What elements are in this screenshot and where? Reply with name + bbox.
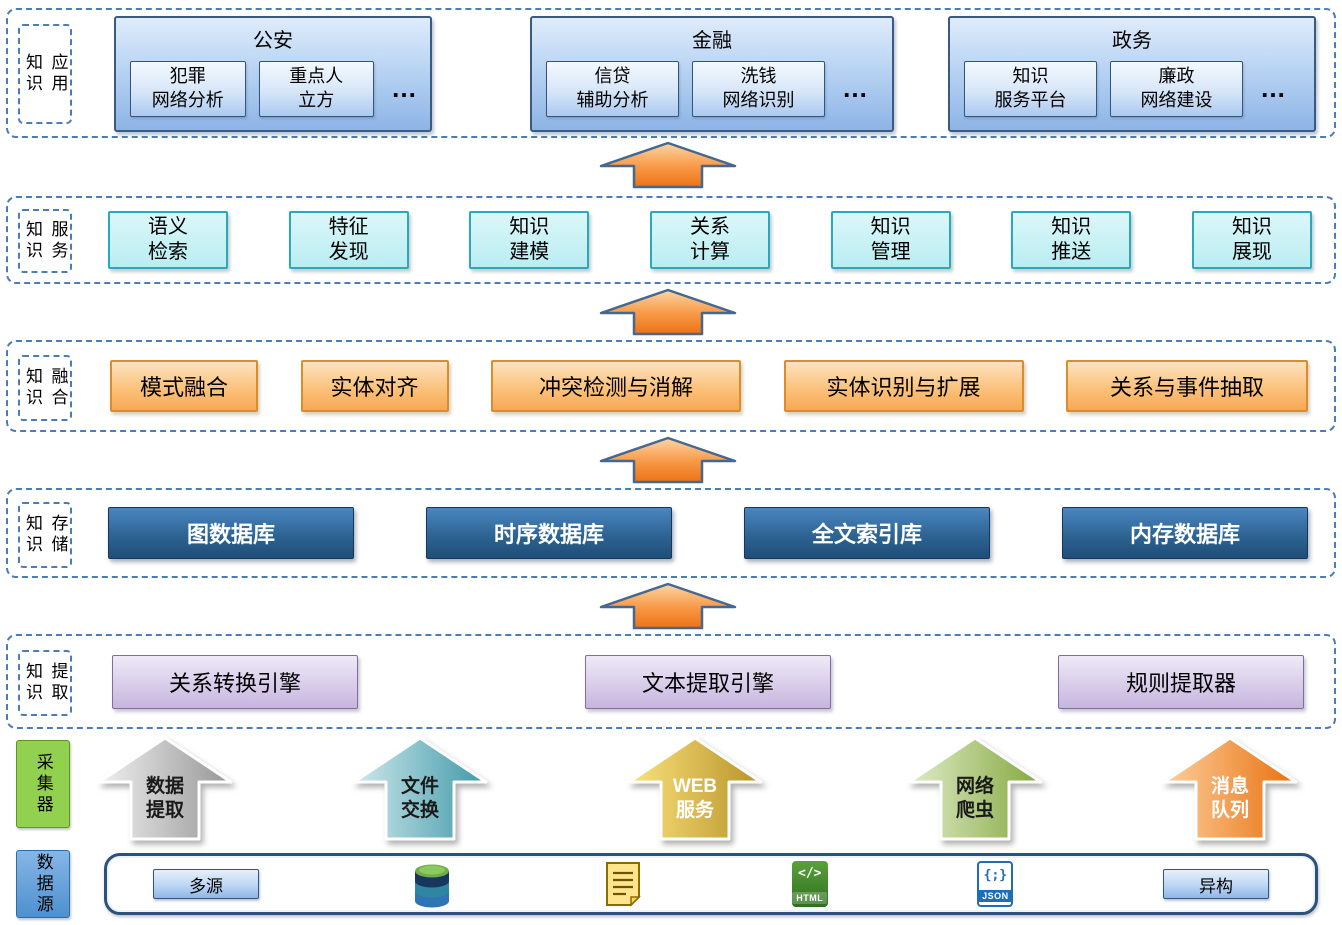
layer-collector-label: 采集器: [16, 740, 70, 828]
service-item: 知识 展现: [1191, 211, 1312, 269]
layer-extraction-label: 知识 提取: [18, 650, 72, 716]
layer-storage-label: 知识 存储: [18, 502, 72, 568]
extraction-item: 规则提取器: [1058, 654, 1304, 709]
extraction-boxes: 关系转换引擎 文本提取引擎 规则提取器: [112, 636, 1304, 727]
layer-datasource: 数据源 多源 </>: [6, 848, 1336, 922]
up-arrow-icon: [598, 141, 738, 189]
layer-fusion-label-text: 知识 融合: [23, 367, 68, 409]
layer-fusion: 知识 融合 模式融合 实体对齐 冲突检测与消解 实体识别与扩展 关系与事件抽取: [6, 340, 1336, 432]
app-group-government: 政务 知识 服务平台 廉政 网络建设 …: [948, 16, 1316, 132]
layer-collector-label-text: 采集器: [33, 752, 53, 816]
collector-arrow-message-queue: 消息 队列: [1159, 735, 1301, 843]
extraction-item: 关系转换引擎: [112, 654, 358, 709]
layer-extraction: 知识 提取 关系转换引擎 文本提取引擎 规则提取器: [6, 634, 1336, 729]
heterogeneous-tag: 异构: [1162, 869, 1269, 899]
fusion-item: 关系与事件抽取: [1066, 360, 1308, 412]
layer-fusion-label: 知识 融合: [18, 355, 72, 421]
app-item: 重点人 立方: [258, 60, 374, 117]
fusion-boxes: 模式融合 实体对齐 冲突检测与消解 实体识别与扩展 关系与事件抽取: [110, 342, 1308, 430]
html-file-icon: </> HTML: [791, 861, 828, 907]
app-group-items: 知识 服务平台 廉政 网络建设 …: [950, 55, 1314, 130]
layer-application-label-text: 知识 应用: [23, 53, 68, 95]
storage-item: 全文索引库: [744, 507, 990, 559]
html-icon-label: HTML: [792, 892, 828, 904]
layer-storage: 知识 存储 图数据库 时序数据库 全文索引库 内存数据库: [6, 488, 1336, 578]
collector-arrow-web-crawler: 网络 爬虫: [904, 735, 1046, 843]
multi-source-tag: 多源: [153, 869, 259, 899]
app-group-finance: 金融 信贷 辅助分析 洗钱 网络识别 …: [530, 16, 894, 132]
collector-arrow-label: 文件 交换: [400, 776, 439, 821]
layer-service-label-text: 知识 服务: [23, 220, 68, 262]
fusion-item: 实体识别与扩展: [783, 360, 1024, 412]
storage-item: 时序数据库: [426, 507, 672, 559]
storage-boxes: 图数据库 时序数据库 全文索引库 内存数据库: [108, 490, 1308, 576]
storage-item: 内存数据库: [1062, 507, 1308, 559]
app-item: 廉政 网络建设: [1110, 60, 1243, 117]
service-item: 知识 管理: [830, 211, 951, 269]
service-item: 语义 检索: [108, 211, 228, 269]
document-icon: [606, 862, 641, 907]
datasource-container: 多源 </> HTML: [104, 853, 1318, 915]
layer-service: 知识 服务 语义 检索 特征 发现 知识 建模 关系 计算 知识 管理 知识 推…: [6, 196, 1336, 284]
app-item: 洗钱 网络识别: [692, 60, 825, 117]
storage-item: 图数据库: [108, 507, 354, 559]
layer-service-label: 知识 服务: [18, 209, 72, 273]
service-item: 特征 发现: [288, 211, 409, 269]
up-arrow-icon: [598, 288, 738, 336]
app-group-items: 信贷 辅助分析 洗钱 网络识别 …: [532, 55, 892, 130]
json-icon-glyph: {;}: [983, 868, 1008, 883]
layer-application: 知识 应用 公安 犯罪 网络分析 重点人 立方 … 金融 信贷 辅助分析 洗钱 …: [6, 8, 1336, 138]
app-group-title: 政务: [1112, 30, 1152, 52]
service-item: 知识 建模: [469, 211, 590, 269]
service-item: 知识 推送: [1011, 211, 1132, 269]
layer-application-label: 知识 应用: [18, 24, 72, 124]
extraction-item: 文本提取引擎: [585, 654, 831, 709]
app-group-ellipsis: …: [1260, 73, 1287, 103]
collector-arrow-data-extract: 数据 提取: [94, 735, 236, 843]
up-arrow-icon: [598, 436, 738, 484]
collector-arrow-label: 网络 爬虫: [955, 776, 994, 821]
app-item: 犯罪 网络分析: [130, 60, 246, 117]
database-icon: [414, 864, 449, 908]
layer-datasource-label: 数据源: [16, 850, 70, 918]
layer-datasource-label-text: 数据源: [33, 852, 53, 916]
app-group-title: 公安: [253, 30, 293, 52]
collector-arrow-label: 消息 队列: [1210, 776, 1249, 821]
app-group-ellipsis: …: [391, 73, 418, 103]
fusion-item: 冲突检测与消解: [491, 360, 741, 412]
service-item: 关系 计算: [649, 211, 770, 269]
json-file-icon: {;} JSON: [977, 861, 1014, 907]
up-arrow-icon: [598, 582, 738, 630]
app-group-title: 金融: [692, 30, 732, 52]
app-item: 知识 服务平台: [964, 60, 1097, 117]
json-icon-label: JSON: [978, 890, 1013, 902]
collector-arrow-label: WEB 服务: [672, 776, 718, 821]
app-group-public-security: 公安 犯罪 网络分析 重点人 立方 …: [114, 16, 432, 132]
html-icon-glyph: </>: [798, 866, 822, 881]
service-boxes: 语义 检索 特征 发现 知识 建模 关系 计算 知识 管理 知识 推送 知识 展…: [108, 198, 1312, 282]
app-item: 信贷 辅助分析: [546, 60, 679, 117]
fusion-item: 模式融合: [110, 360, 258, 412]
collector-arrow-file-exchange: 文件 交换: [349, 735, 491, 843]
fusion-item: 实体对齐: [300, 360, 449, 412]
collector-arrow-web-service: WEB 服务: [624, 735, 766, 843]
layer-collector: 采集器 数据 提取 文件 交换 WEB 服务 网络 爬虫 消息 队列: [6, 733, 1336, 845]
collector-arrow-label: 数据 提取: [145, 776, 184, 821]
app-group-ellipsis: …: [842, 73, 869, 103]
layer-extraction-label-text: 知识 提取: [23, 662, 68, 704]
app-group-items: 犯罪 网络分析 重点人 立方 …: [116, 55, 430, 130]
layer-storage-label-text: 知识 存储: [23, 514, 68, 556]
